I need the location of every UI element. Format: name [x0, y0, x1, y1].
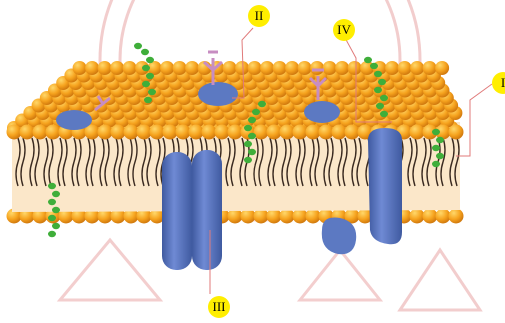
sugar-bead	[142, 81, 150, 87]
phospholipid-head	[254, 125, 269, 140]
sugar-bead	[380, 95, 388, 101]
sugar-bead	[52, 223, 60, 229]
sugar-bead	[436, 137, 444, 143]
phospholipid-head	[20, 125, 35, 140]
phospholipid-head	[436, 209, 451, 224]
phospholipid-head	[150, 125, 165, 140]
phospholipid-head	[189, 125, 204, 140]
phospholipid-head	[46, 125, 61, 140]
phospholipid-head	[85, 61, 99, 75]
channel-protein	[162, 150, 222, 270]
phospholipid-head	[33, 125, 48, 140]
sugar-bead	[244, 141, 252, 147]
phospholipid-head	[348, 61, 362, 75]
phospholipid-head	[398, 61, 412, 75]
phospholipid-head	[267, 125, 282, 140]
label-iii: III	[208, 296, 230, 318]
phospholipid-head	[260, 61, 274, 75]
phospholipid-head	[235, 61, 249, 75]
phospholipid-head	[323, 61, 337, 75]
phospholipid-head	[73, 61, 87, 75]
sugar-bead	[134, 43, 142, 49]
phospholipid-head	[280, 125, 295, 140]
phospholipid-head	[273, 61, 287, 75]
phospholipid-head	[185, 61, 199, 75]
phospholipid-head	[449, 209, 464, 224]
phospholipid-head	[228, 125, 243, 140]
sugar-bead	[248, 149, 256, 155]
phospholipid-head	[285, 61, 299, 75]
phospholipid-head	[293, 209, 308, 224]
phospholipid-head	[435, 61, 449, 75]
phospholipid-head	[319, 125, 334, 140]
phospholipid-head	[385, 61, 399, 75]
phospholipid-head	[335, 61, 349, 75]
phospholipid-head	[202, 125, 217, 140]
sugar-bead	[436, 153, 444, 159]
phospholipid-head	[423, 209, 438, 224]
sugar-bead	[370, 63, 378, 69]
sugar-bead	[378, 79, 386, 85]
sugar-bead	[52, 191, 60, 197]
sugar-bead	[52, 207, 60, 213]
phospholipid-head	[176, 125, 191, 140]
sugar-bead	[248, 133, 256, 139]
phospholipid-head	[410, 125, 425, 140]
phospholipid-head	[173, 61, 187, 75]
phospholipid-head	[423, 61, 437, 75]
sugar-bead	[48, 183, 56, 189]
phospholipid-head	[137, 125, 152, 140]
phospholipid-head	[306, 125, 321, 140]
phospholipid-head	[293, 125, 308, 140]
sugar-bead	[148, 89, 156, 95]
phospholipid-head	[345, 125, 360, 140]
phospholipid-head	[111, 125, 126, 140]
phospholipid-head	[215, 125, 230, 140]
sugar-bead	[374, 87, 382, 93]
phospholipid-head	[248, 61, 262, 75]
sugar-bead	[48, 215, 56, 221]
sugar-bead	[141, 49, 149, 55]
sugar-bead	[432, 145, 440, 151]
sugar-bead	[252, 109, 260, 115]
sugar-bead	[48, 231, 56, 237]
phospholipid-head	[123, 61, 137, 75]
phospholipid-head	[332, 125, 347, 140]
phospholipid-head	[223, 61, 237, 75]
phospholipid-head	[98, 61, 112, 75]
sugar-bead	[142, 65, 150, 71]
sugar-bead	[146, 57, 154, 63]
phospholipid-head	[160, 61, 174, 75]
phospholipid-head	[449, 125, 464, 140]
label-iv: IV	[333, 19, 355, 41]
sugar-bead	[376, 103, 384, 109]
sugar-bead	[380, 111, 388, 117]
sugar-bead	[432, 129, 440, 135]
sugar-bead	[364, 57, 372, 63]
phospholipid-head	[98, 125, 113, 140]
sugar-bead	[374, 71, 382, 77]
phospholipid-head	[110, 61, 124, 75]
phospholipid-head	[410, 209, 425, 224]
sugar-bead	[48, 199, 56, 205]
sugar-bead	[244, 125, 252, 131]
sugar-bead	[258, 101, 266, 107]
phospholipid-head	[298, 61, 312, 75]
sugar-bead	[144, 97, 152, 103]
phospholipid-head	[7, 125, 22, 140]
phospholipid-head	[310, 61, 324, 75]
phospholipid-head	[124, 125, 139, 140]
phospholipid-head	[163, 125, 178, 140]
sugar-bead	[248, 117, 256, 123]
sugar-bead	[432, 161, 440, 167]
label-ii: II	[248, 5, 270, 27]
sugar-bead	[146, 73, 154, 79]
sugar-bead	[244, 157, 252, 163]
phospholipid-head	[306, 209, 321, 224]
phospholipid-head	[410, 61, 424, 75]
